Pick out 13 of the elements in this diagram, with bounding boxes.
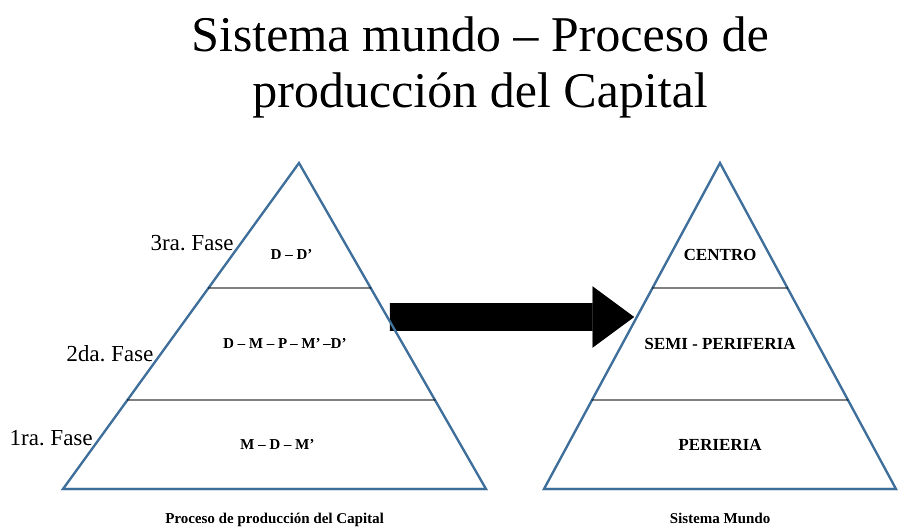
block-arrow — [390, 286, 634, 348]
band-label: PERIERIA — [678, 435, 762, 455]
band-label: M – D – M’ — [240, 436, 314, 454]
pyramid-caption: Sistema Mundo — [668, 511, 772, 528]
phase-label: 1ra. Fase — [10, 424, 93, 451]
pyramid-caption: Proceso de producción del Capital — [164, 511, 385, 528]
phase-label: 2da. Fase — [66, 340, 154, 367]
band-label: CENTRO — [684, 245, 756, 265]
phase-label: 3ra. Fase — [150, 229, 234, 256]
band-label: D – D’ — [270, 246, 312, 264]
band-label: D – M – P – M’ –D’ — [223, 336, 347, 352]
title: Sistema mundo – Proceso de producción del Capital — [190, 6, 770, 118]
band-label: SEMI - PERIFERIA — [644, 334, 796, 354]
